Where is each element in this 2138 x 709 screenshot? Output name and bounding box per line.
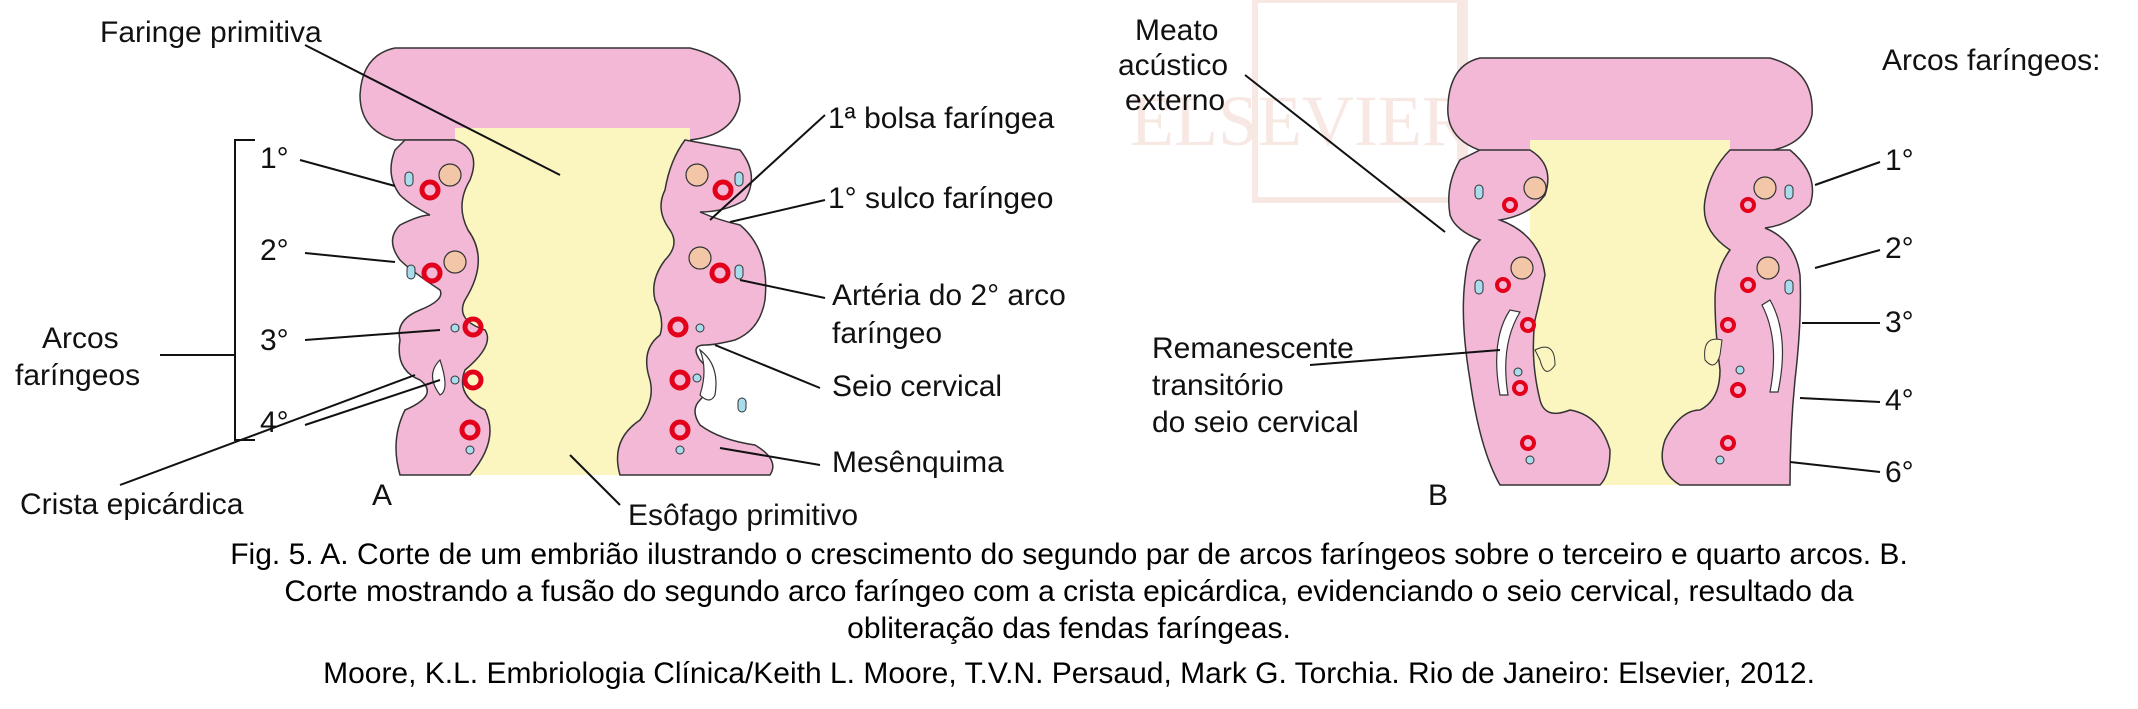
label-b-arch-4: 4° [1885, 384, 1914, 417]
panel-a-right-wall [616, 139, 774, 476]
caption-line-1: Fig. 5. A. Corte de um embrião ilustrand… [230, 538, 1908, 571]
label-arteria-line1: Artéria do 2° arco [832, 279, 1066, 312]
figure-caption: Fig. 5. A. Corte de um embrião ilustrand… [0, 536, 2138, 647]
label-b-arch-2: 2° [1885, 232, 1914, 265]
panel-b-pharynx-lumen [1530, 140, 1730, 485]
label-arch-1: 1° [260, 142, 289, 175]
elsevier-watermark: ELSEVIER [1130, 0, 1470, 203]
panel-a-drawing [359, 47, 774, 476]
label-faringe-primitiva: Faringe primitiva [100, 16, 322, 49]
embryo-pharyngeal-arches-figure: ELSEVIER [15, 0, 2100, 532]
label-crista-epicardica: Crista epicárdica [20, 488, 244, 521]
panel-a-labels: Faringe primitiva 1ª bolsa faríngea 1° s… [15, 16, 1066, 532]
label-meato-line2: acústico [1118, 49, 1228, 82]
label-sulco-faringeo: 1° sulco faríngeo [828, 182, 1053, 215]
panel-a-top-mass [359, 47, 741, 141]
caption-line-3: obliteração das fendas faríngeas. [847, 612, 1291, 645]
label-b-arch-6: 6° [1885, 456, 1914, 489]
label-arcos-line1: Arcos [42, 322, 119, 355]
panel-a-left-wall [390, 139, 491, 476]
label-arteria-line2: faríngeo [832, 317, 942, 350]
label-bolsa-faringea: 1ª bolsa faríngea [828, 102, 1055, 135]
label-meato-line3: externo [1125, 84, 1225, 117]
panel-b-top-mass [1447, 57, 1813, 153]
panel-b-drawing [1447, 57, 1814, 486]
label-b-arch-1: 1° [1885, 144, 1914, 177]
label-meato-line1: Meato [1135, 14, 1218, 47]
panel-a-pharynx-lumen [455, 128, 690, 475]
panel-a-letter: A [372, 479, 392, 512]
label-arch-2: 2° [260, 234, 289, 267]
panel-b-leaders [1244, 74, 1881, 473]
caption-line-2: Corte mostrando a fusão do segundo arco … [284, 575, 1854, 608]
panel-a-leaders [119, 44, 826, 506]
label-arch-3: 3° [260, 324, 289, 357]
label-arcos-line2: faríngeos [15, 359, 140, 392]
label-remanescente-line2: transitório [1152, 369, 1284, 402]
label-esofago-primitivo: Esôfago primitivo [628, 499, 858, 532]
label-b-arch-3: 3° [1885, 306, 1914, 339]
panel-a-cervical-sinus [698, 348, 717, 401]
watermark-text: ELSEVIER [1130, 81, 1470, 161]
panel-b-labels: Meato acústico externo Arcos faríngeos: … [1118, 14, 2100, 512]
panel-b-right-wall [1661, 149, 1814, 486]
label-arch-4: 4° [260, 406, 289, 439]
label-seio-cervical: Seio cervical [832, 370, 1002, 403]
label-mesenquima: Mesênquima [832, 446, 1004, 479]
bibliographic-reference: Moore, K.L. Embriologia Clínica/Keith L.… [323, 657, 1815, 690]
label-remanescente-line3: do seio cervical [1152, 406, 1359, 439]
label-arcos-faringeos: Arcos faríngeos: [1882, 44, 2100, 77]
label-remanescente-line1: Remanescente [1152, 332, 1354, 365]
panel-b-letter: B [1428, 479, 1448, 512]
